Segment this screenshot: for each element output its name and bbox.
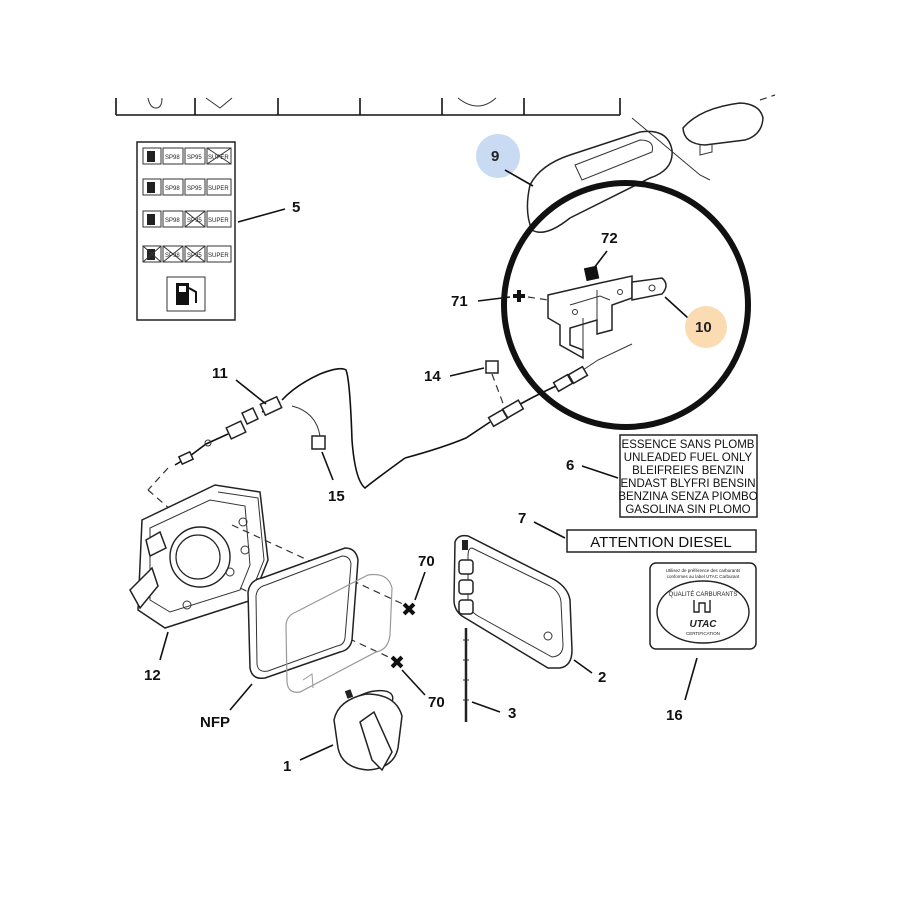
screw-71 xyxy=(513,290,525,302)
ghost-flap-outline xyxy=(285,573,393,693)
clip-14 xyxy=(485,360,499,374)
hinge-pin xyxy=(463,628,469,722)
callout-15: 15 xyxy=(328,488,345,505)
utac-top-line: conformes au label UTAC Carburant xyxy=(667,574,740,579)
fuel-grade-row-4: SP98 SP95 SUPER xyxy=(142,245,232,263)
fuel-label-line: BLEIFREIES BENZIN xyxy=(632,465,744,477)
fuel-label-line: UNLEADED FUEL ONLY xyxy=(624,452,753,464)
fuel-label-line: ESSENCE SANS PLOMB xyxy=(622,439,755,451)
callout-70-upper: 70 xyxy=(418,553,435,570)
filler-housing xyxy=(129,484,269,629)
grade-label: SP98 xyxy=(165,186,180,192)
leader-5 xyxy=(237,208,286,223)
utac-sticker: Utilisez de préférence des carburants co… xyxy=(649,562,757,650)
callout-5: 5 xyxy=(292,199,300,216)
callout-2: 2 xyxy=(598,669,606,686)
leader-11 xyxy=(235,379,267,405)
fuel-flap xyxy=(453,534,573,669)
grade-label: SP95 xyxy=(187,253,202,259)
grade-label: SUPER xyxy=(208,218,229,224)
grade-label: SUPER xyxy=(208,155,229,161)
callout-14: 14 xyxy=(424,368,441,385)
screw-70-lower xyxy=(390,655,404,669)
square-nut-72 xyxy=(583,265,600,282)
utac-sub: CERTIFICATION xyxy=(686,631,720,636)
leader-7 xyxy=(533,521,566,539)
top-panel-fragment xyxy=(115,97,621,116)
grade-label: SP98 xyxy=(165,155,180,161)
fuel-cap xyxy=(333,689,403,772)
leader-16 xyxy=(684,657,698,701)
leader-6 xyxy=(581,465,619,479)
utac-logo-icon xyxy=(693,600,711,613)
alignment-line xyxy=(231,524,406,606)
leader-1 xyxy=(299,744,334,761)
fuel-grade-sticker: SP98 SP95 SUPER SP98 SP95 SUPER SP98 SP9… xyxy=(136,141,236,321)
utac-top-line: Utilisez de préférence des carburants xyxy=(666,568,741,573)
grade-label: SP95 xyxy=(187,186,202,192)
grade-label: SUPER xyxy=(208,186,229,192)
clip-15 xyxy=(311,435,326,450)
release-cable xyxy=(147,343,633,517)
leader-10 xyxy=(664,296,689,319)
utac-brand: UTAC xyxy=(689,619,717,630)
leader-2 xyxy=(573,659,593,674)
callout-11: 11 xyxy=(212,365,228,382)
diesel-label: ATTENTION DIESEL xyxy=(590,534,731,551)
grade-label: SUPER xyxy=(208,253,229,259)
release-handle xyxy=(526,94,776,233)
leader-71 xyxy=(477,296,511,302)
fuel-pump-icon xyxy=(166,276,206,312)
unleaded-fuel-label: ESSENCE SANS PLOMB UNLEADED FUEL ONLY BL… xyxy=(618,434,758,518)
leader-15 xyxy=(321,451,334,481)
fuel-grade-row-2: SP98 SP95 SUPER xyxy=(142,178,232,196)
callout-71: 71 xyxy=(451,293,468,310)
leader-70-lower xyxy=(401,669,426,696)
leader-72 xyxy=(593,250,608,269)
callout-nfp: NFP xyxy=(200,714,230,731)
fuel-label-line: GASOLINA SIN PLOMO xyxy=(625,504,750,516)
grade-label: SP98 xyxy=(165,253,180,259)
grade-label: SP95 xyxy=(187,218,202,224)
leader-14 xyxy=(449,367,485,377)
leader-12 xyxy=(159,631,169,661)
grade-label: SP95 xyxy=(187,155,202,161)
highlight-bubble-9 xyxy=(476,134,520,178)
leader-70-upper xyxy=(414,571,426,601)
fuel-label-line: BENZINA SENZA PIOMBO xyxy=(618,491,757,503)
fuel-grade-row-3: SP98 SP95 SUPER xyxy=(142,210,232,228)
fuel-grade-row-1: SP98 SP95 SUPER xyxy=(142,147,232,165)
diesel-label-box xyxy=(566,529,757,553)
callout-70-lower: 70 xyxy=(428,694,445,711)
grade-label: SP98 xyxy=(165,218,180,224)
leader-9 xyxy=(504,169,534,187)
filler-seal xyxy=(247,547,359,680)
focus-circle xyxy=(501,180,751,430)
callout-7: 7 xyxy=(518,510,526,527)
leader-nfp xyxy=(229,683,253,711)
leader-3 xyxy=(471,701,501,713)
callout-3: 3 xyxy=(508,705,516,722)
highlight-bubble-10 xyxy=(685,306,727,348)
callout-10: 10 xyxy=(695,319,712,336)
cable-bracket xyxy=(547,275,667,360)
clip-arc-15 xyxy=(291,405,321,437)
callout-72: 72 xyxy=(601,230,618,247)
fuel-label-line: ENDAST BLYFRI BENSIN xyxy=(620,478,755,490)
callout-9: 9 xyxy=(491,148,499,165)
callout-1: 1 xyxy=(283,758,291,775)
callout-12: 12 xyxy=(144,667,161,684)
callout-6: 6 xyxy=(566,457,574,474)
callout-16: 16 xyxy=(666,707,683,724)
utac-ring-text: QUALITÉ CARBURANTS xyxy=(669,591,738,598)
screw-70-upper xyxy=(402,602,416,616)
